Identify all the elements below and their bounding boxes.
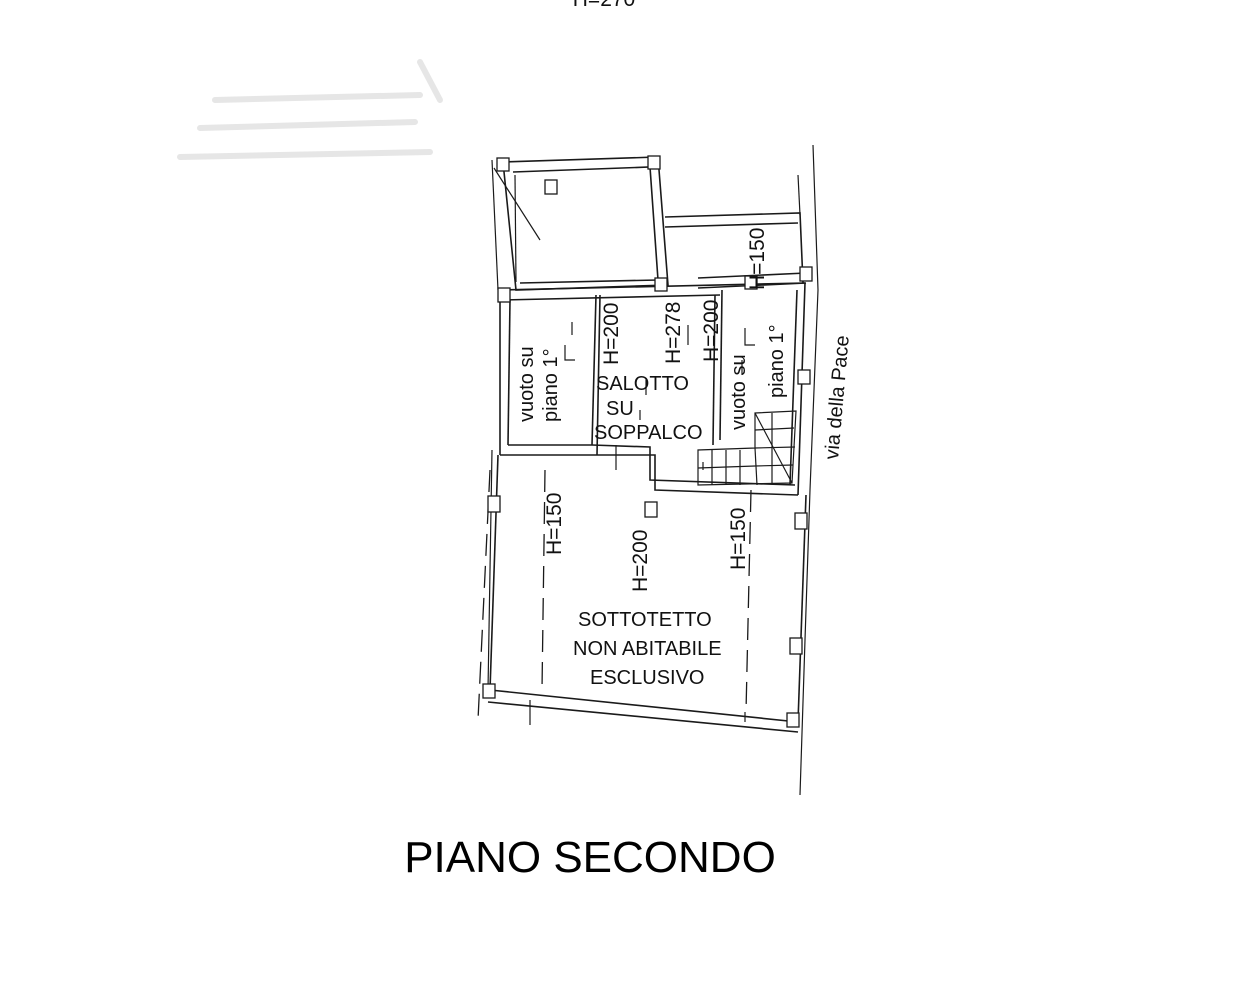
height-labels: H=200 H=278 H=200 H=150 H=150 H=200 H=15… — [543, 228, 769, 592]
faint-ghost-marks — [177, 59, 443, 160]
interior-guides — [564, 322, 755, 470]
top-cut-label: H=270 — [573, 0, 635, 11]
void-right-line-1: vuoto su — [728, 354, 750, 430]
void-left-line-2: piano 1° — [540, 348, 562, 422]
void-left-label: vuoto su piano 1° — [516, 346, 562, 422]
salotto-line-3: SOPPALCO — [594, 422, 703, 444]
void-right-line-2: piano 1° — [766, 324, 788, 398]
upper-terrace — [502, 156, 669, 291]
sottotetto-line-2: NON ABITABILE — [573, 638, 722, 660]
height-lower-h200: H=200 — [629, 530, 652, 592]
structural-columns — [482, 155, 813, 728]
sottotetto-room-label: SOTTOTETTO NON ABITABILE ESCLUSIVO — [573, 609, 722, 689]
sottotetto-line-1: SOTTOTETTO — [578, 609, 712, 631]
street-line — [797, 144, 819, 796]
street-name-label: via della Pace — [821, 334, 854, 460]
salotto-line-2: SU — [606, 398, 634, 420]
height-upper-h200-b: H=200 — [700, 300, 723, 362]
height-lower-h150-right: H=150 — [727, 508, 750, 570]
sottotetto-line-3: ESCLUSIVO — [590, 667, 704, 689]
void-left-line-1: vuoto su — [516, 346, 538, 422]
salotto-room-label: SALOTTO SU SOPPALCO — [594, 373, 703, 444]
height-upper-h150: H=150 — [746, 228, 769, 290]
passage — [664, 212, 807, 289]
height-upper-h200-a: H=200 — [600, 303, 623, 365]
left-boundary — [477, 159, 541, 721]
height-upper-h278: H=278 — [662, 302, 685, 364]
upper-floor-block — [499, 282, 806, 496]
drawing-title: PIANO SECONDO — [404, 833, 776, 882]
salotto-line-1: SALOTTO — [596, 373, 689, 395]
height-lower-h150-left: H=150 — [543, 493, 566, 555]
staircase — [697, 410, 797, 486]
attic-block — [487, 454, 807, 733]
void-right-label: vuoto su piano 1° — [728, 324, 788, 430]
